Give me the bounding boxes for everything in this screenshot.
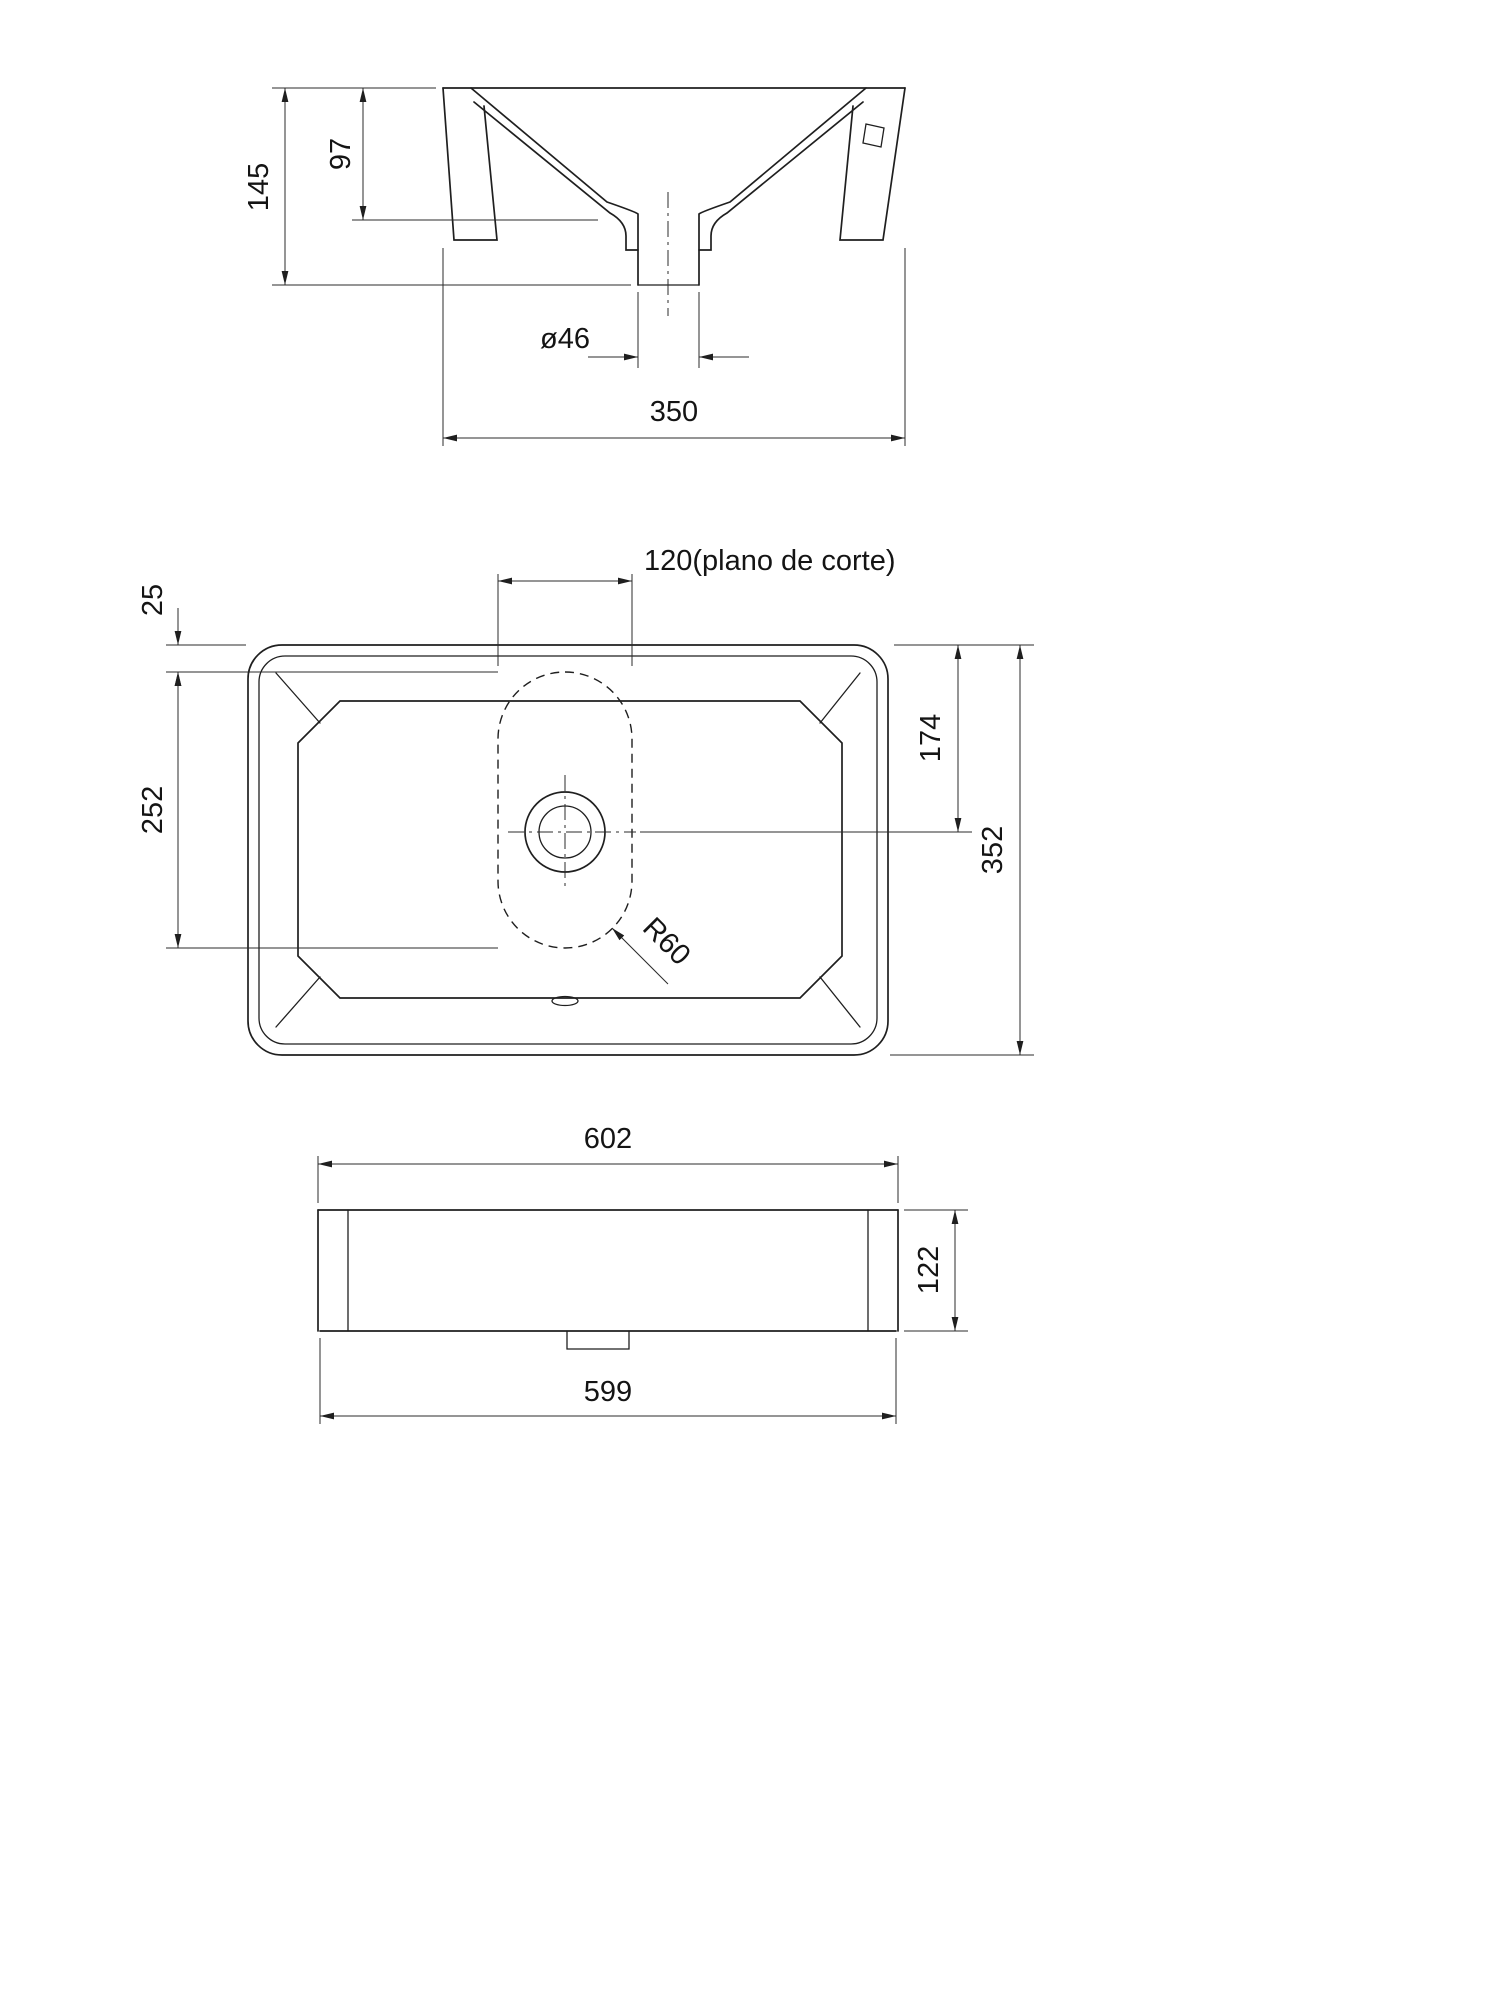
overflow-mark (551, 995, 579, 1007)
dim-drain-diameter: ø46 (540, 323, 590, 355)
front-dimension-lines (317, 1156, 968, 1424)
dim-total-height: 145 (243, 163, 275, 211)
section-view: 145 97 ø46 350 (243, 87, 906, 446)
basin-opening (297, 700, 843, 999)
section-dimension-lines (272, 87, 906, 446)
plan-view: 25 252 120(plano de corte) 174 352 R60 (137, 545, 1034, 1056)
drain-tab (566, 1330, 630, 1350)
section-outline (442, 87, 906, 316)
dim-overall-width: 602 (584, 1123, 632, 1155)
dim-base-width: 599 (584, 1376, 632, 1408)
dim-front-offset: 25 (137, 584, 169, 616)
front-outline (317, 1209, 899, 1350)
dim-height: 122 (913, 1246, 945, 1294)
dim-cut-length: 252 (137, 786, 169, 834)
cut-plane-outline (497, 671, 633, 949)
front-view: 602 122 599 (317, 1123, 968, 1424)
dim-rim-width: 350 (650, 396, 698, 428)
plan-dimension-lines (166, 574, 1034, 1056)
plan-outline (247, 644, 889, 1056)
dim-bowl-depth: 97 (325, 138, 357, 170)
dim-overall-depth: 352 (977, 826, 1009, 874)
overflow-detail (862, 123, 885, 148)
dim-cut-plane-width: 120(plano de corte) (644, 545, 896, 577)
dim-drain-offset: 174 (915, 714, 947, 762)
dim-corner-radius: R60 (636, 912, 696, 972)
